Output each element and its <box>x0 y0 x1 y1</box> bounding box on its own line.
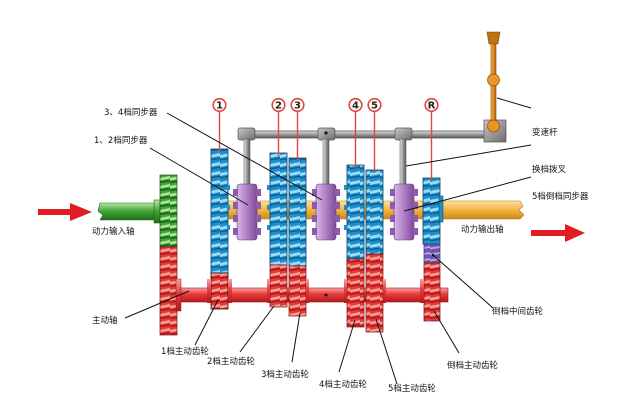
gear-number-2-text: 2 <box>275 101 282 112</box>
rail-collar-right <box>394 127 413 141</box>
shift-fork-stem-12 <box>243 138 251 186</box>
gear-number-1-text: 1 <box>216 101 223 112</box>
gear-number-5-text: 5 <box>371 101 378 112</box>
gear-4-drive <box>344 258 365 328</box>
label-countershaft: 主动轴 <box>92 315 118 326</box>
label-sync-34: 3、4档同步器 <box>104 107 158 118</box>
gear-1-driven <box>210 148 230 274</box>
label-reverse-idler: 倒档中间齿轮 <box>492 306 544 317</box>
shift-fork-stem-34 <box>322 138 330 186</box>
gear-number-3: 3 <box>290 97 305 113</box>
label-reverse-drive: 倒档主动齿轮 <box>447 360 499 371</box>
gear-r-driven <box>422 177 444 245</box>
label-gear4-drive: 4档主动齿轮 <box>319 379 367 390</box>
gear-5-driven <box>365 169 384 255</box>
gear-1-drive <box>207 272 232 310</box>
reverse-idler-gear <box>423 243 441 264</box>
gear-5-drive <box>365 253 386 333</box>
leader-lines <box>124 97 532 385</box>
gear-2-drive <box>267 264 288 308</box>
synchronizer-34 <box>312 183 340 241</box>
rail-collar-left <box>237 127 256 141</box>
label-gear3-drive: 3档主动齿轮 <box>261 369 309 380</box>
lever-knob <box>486 31 501 45</box>
gear-number-4: 4 <box>348 97 363 113</box>
label-sync-5r: 5档倒档同步器 <box>532 191 589 202</box>
label-shift-fork: 换档拨叉 <box>532 164 567 175</box>
synchronizer-5r <box>390 183 418 241</box>
gear-number-r: R <box>424 97 439 113</box>
gear-number-1: 1 <box>212 97 227 113</box>
gear-number-5: 5 <box>367 97 382 113</box>
gear-number-4-text: 4 <box>352 101 359 112</box>
lever-pivot <box>487 73 500 87</box>
label-gear5-drive: 5档主动齿轮 <box>388 383 436 394</box>
lever-joint <box>487 119 500 133</box>
input-flow-arrow <box>38 203 92 221</box>
gear-number-r-text: R <box>428 101 436 112</box>
label-gear1-drive: 1档主动齿轮 <box>161 346 209 357</box>
shift-lever <box>483 31 507 143</box>
output-flow-arrow <box>531 224 585 242</box>
label-input-shaft: 动力输入轴 <box>92 226 135 237</box>
input-gear <box>159 174 178 248</box>
gear-number-2: 2 <box>271 97 286 113</box>
synchronizer-12 <box>233 183 261 241</box>
gear-number-markers: 1 2 3 4 5 R <box>212 97 439 181</box>
input-shaft <box>97 199 163 224</box>
gear-3-driven <box>288 157 307 267</box>
shift-fork-stem-5r <box>399 138 407 186</box>
gear-3-drive <box>288 265 309 317</box>
gear-4-driven <box>344 164 365 270</box>
label-gear2-drive: 2档主动齿轮 <box>207 356 255 367</box>
countershaft-drive-gear <box>159 246 182 336</box>
label-output-shaft: 动力输出轴 <box>461 224 504 235</box>
gear-number-3-text: 3 <box>294 101 301 112</box>
label-shift-lever: 变速杆 <box>532 127 558 138</box>
label-sync-12: 1、2档同步器 <box>94 135 148 146</box>
gear-2-driven <box>267 152 288 266</box>
gear-r-drive <box>420 262 441 322</box>
